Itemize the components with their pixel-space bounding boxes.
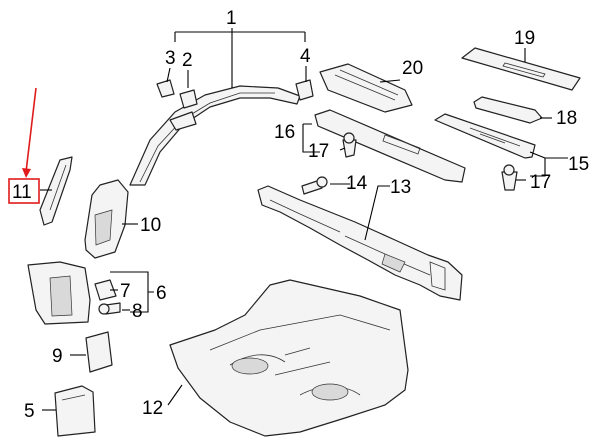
callout-14: 14: [346, 173, 368, 194]
part-15-sill-trim: [434, 113, 536, 159]
part-2-clip: [179, 89, 198, 109]
callout-17-left: 17: [308, 141, 329, 162]
part-8-screw: [98, 302, 121, 315]
leader-lines: [40, 28, 568, 411]
part-20-trim-panel: [319, 63, 413, 113]
callout-8: 8: [132, 301, 143, 322]
part-18-sill-molding: [473, 96, 543, 124]
callout-19: 19: [514, 28, 535, 49]
callout-1: 1: [226, 8, 237, 29]
callout-11: 11: [12, 182, 32, 203]
highlight-arrow: [22, 87, 37, 178]
part-10-quarter-trim: [84, 179, 129, 259]
callout-7: 7: [120, 281, 131, 302]
part-9-cover: [85, 331, 113, 373]
callout-15: 15: [568, 154, 589, 175]
part-16-shelf-panel: [314, 109, 466, 183]
part-12-floor-carpet: [169, 279, 409, 437]
part-7-fastener: [94, 279, 117, 301]
callout-20: 20: [402, 58, 423, 79]
part-13-rear-panel: [257, 185, 463, 301]
callout-13: 13: [390, 177, 411, 198]
callout-18: 18: [556, 108, 577, 129]
part-17-clip-left: [342, 132, 357, 158]
callout-4: 4: [300, 46, 311, 67]
callout-10: 10: [140, 215, 161, 236]
callout-9: 9: [52, 346, 63, 367]
callout-12: 12: [142, 398, 163, 419]
part-17-clip-right: [501, 164, 518, 191]
callout-3: 3: [165, 48, 176, 69]
part-4-clip: [295, 79, 314, 101]
part-11-trim-strip: [39, 156, 73, 226]
part-19-sill-plate: [461, 47, 581, 91]
callout-17-right: 17: [530, 172, 551, 193]
part-3-clip: [156, 79, 175, 98]
callout-2: 2: [182, 50, 193, 71]
callout-labels: 1 2 3 4 20 19 18 16 17 15 17 14 13 11 10…: [12, 8, 589, 422]
callout-6: 6: [156, 283, 167, 304]
part-6-lower-trim: [27, 261, 91, 325]
part-14-bolt: [301, 176, 328, 195]
callout-11-highlight-box: [8, 178, 40, 204]
part-5-trim-panel: [54, 385, 96, 437]
callout-5: 5: [24, 401, 35, 422]
callout-16: 16: [274, 122, 295, 143]
